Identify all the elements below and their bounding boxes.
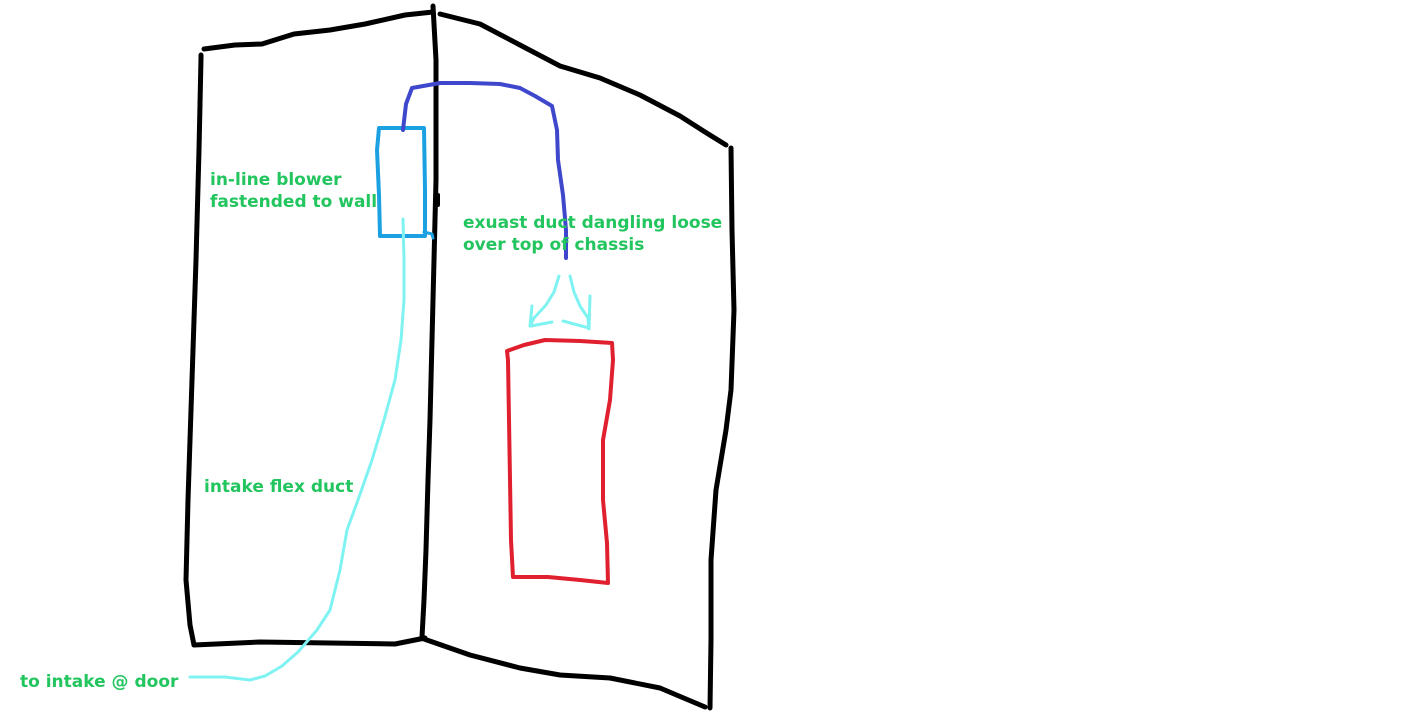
airflow-arrow-right <box>561 274 592 331</box>
blower-label: in-line blower fastended to wall <box>210 169 377 213</box>
intake-duct-label: intake flex duct <box>204 477 354 497</box>
exhaust-duct-label: exuast duct dangling loose over top of c… <box>463 212 722 256</box>
left-wall <box>183 52 428 648</box>
blower-label-line2: fastended to wall <box>210 192 378 212</box>
right-wall-top-edge <box>437 11 729 148</box>
right-wall-bottom-edge <box>421 636 708 710</box>
exhaust-duct <box>401 81 568 260</box>
door-intake-label: to intake @ door <box>20 672 179 692</box>
inline-blower <box>375 126 427 238</box>
airflow-arrow-left <box>528 274 561 328</box>
right-wall-right-edge <box>707 145 737 711</box>
intake-flex-duct <box>188 217 406 682</box>
blower-label-line1: in-line blower <box>210 170 342 190</box>
wall-corner <box>419 3 439 640</box>
blower-mount-tab <box>422 230 435 240</box>
left-wall-top-edge <box>201 9 436 52</box>
exhaust-duct-label-line2: over top of chassis <box>463 235 645 255</box>
server-chassis <box>505 338 615 585</box>
exhaust-duct-label-line1: exuast duct dangling loose <box>463 213 723 233</box>
